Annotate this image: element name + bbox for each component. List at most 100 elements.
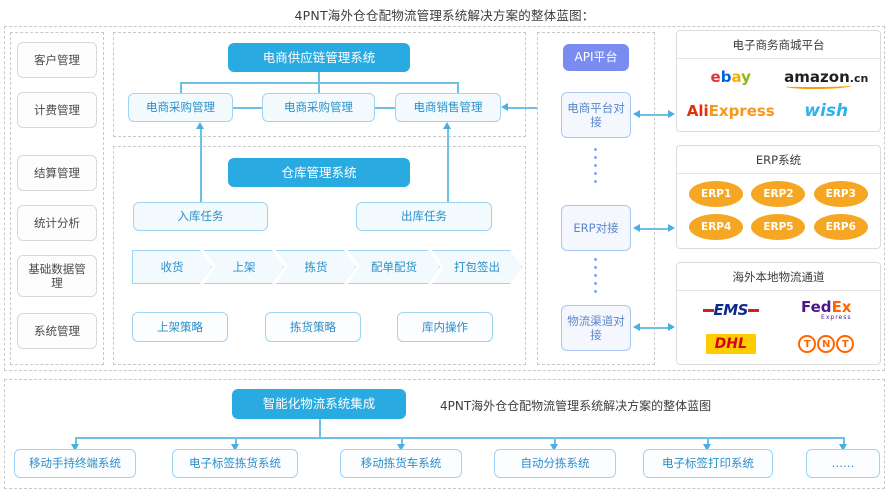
supplychain-api-arrow-left [501, 103, 508, 111]
sidebar-item-statistics[interactable]: 统计分析 [17, 205, 97, 241]
bottom-system-etag-printing[interactable]: 电子标签打印系统 [643, 449, 773, 478]
erp-item[interactable]: ERP5 [748, 211, 810, 244]
bottom-arrow-1 [71, 444, 79, 451]
sidebar-dashed-column [10, 32, 104, 365]
outbound-up-line [447, 128, 449, 206]
module-label: 电商采购管理 [284, 100, 353, 115]
logistics-panel-arrow-in [633, 323, 640, 331]
bottom-system-more[interactable]: …… [806, 449, 880, 478]
panel-logistics-title: 海外本地物流通道 [677, 263, 880, 291]
process-step-picking[interactable]: 拣货 [276, 250, 356, 284]
erp-item[interactable]: ERP3 [810, 178, 872, 211]
module-ecom-purchase-2[interactable]: 电商采购管理 [262, 93, 375, 122]
erp-label: ERP4 [689, 213, 744, 240]
warehouse-header[interactable]: 仓库管理系统 [228, 158, 410, 187]
process-step-packing[interactable]: 打包签出 [432, 250, 522, 284]
sidebar-item-label: 系统管理 [34, 323, 80, 338]
task-outbound[interactable]: 出库任务 [356, 202, 492, 231]
bottom-branch-2 [235, 437, 237, 447]
supplychain-branch-1 [180, 82, 182, 93]
panel-erp-body: ERP1 ERP2 ERP3 ERP4 ERP5 ERP6 [677, 174, 880, 247]
erp-item[interactable]: ERP4 [685, 211, 747, 244]
supply-chain-header-label: 电商供应链管理系统 [262, 49, 376, 65]
bottom-arrow-3 [397, 444, 405, 451]
api-connector-erp[interactable]: ERP对接 [561, 205, 631, 251]
erp-item[interactable]: ERP6 [810, 211, 872, 244]
erp-item[interactable]: ERP1 [685, 178, 747, 211]
strategy-putaway[interactable]: 上架策略 [132, 312, 228, 342]
bottom-branch-4 [554, 437, 556, 447]
bottom-system-label: 电子标签打印系统 [662, 456, 754, 471]
sidebar-item-customer[interactable]: 客户管理 [17, 42, 97, 78]
api-platform-header[interactable]: API平台 [563, 44, 629, 71]
api-connector-ecommerce[interactable]: 电商平台对接 [561, 92, 631, 138]
bottom-system-picking-cart[interactable]: 移动拣货车系统 [340, 449, 462, 478]
bottom-header[interactable]: 智能化物流系统集成 [232, 389, 406, 419]
inbound-up-arrow [196, 122, 204, 129]
supplychain-branch-3 [457, 82, 459, 93]
bottom-system-auto-sorting[interactable]: 自动分拣系统 [494, 449, 616, 478]
process-step-receiving[interactable]: 收货 [132, 250, 212, 284]
sidebar-item-billing[interactable]: 计费管理 [17, 92, 97, 128]
erp-panel-link [640, 228, 672, 230]
sidebar-item-label: 基础数据管理 [28, 261, 86, 290]
api-dots-2 [594, 258, 597, 293]
bottom-header-label: 智能化物流系统集成 [262, 396, 376, 412]
bottom-system-handheld[interactable]: 移动手持终端系统 [14, 449, 136, 478]
bottom-note: 4PNT海外仓仓配物流管理系统解决方案的整体蓝图 [440, 399, 712, 413]
process-step-label: 配单配货 [371, 260, 417, 274]
sidebar-item-label: 计费管理 [34, 102, 80, 117]
warehouse-header-label: 仓库管理系统 [281, 164, 357, 180]
strategy-label: 库内操作 [422, 319, 468, 334]
ems-logo: EMS [685, 293, 777, 327]
supplychain-header-stem [318, 72, 320, 82]
process-step-label: 拣货 [304, 260, 328, 274]
supply-chain-header[interactable]: 电商供应链管理系统 [228, 43, 410, 72]
bottom-bus [75, 437, 843, 439]
bottom-system-label: …… [831, 456, 855, 471]
sidebar-item-master-data[interactable]: 基础数据管理 [17, 255, 97, 297]
logistics-panel-link [640, 327, 672, 329]
ecom-panel-arrow-out [668, 110, 675, 118]
bottom-system-label: 电子标签拣货系统 [189, 456, 281, 471]
strategy-picking[interactable]: 拣货策略 [265, 312, 361, 342]
sidebar-item-label: 客户管理 [34, 52, 80, 67]
process-step-sorting[interactable]: 配单配货 [348, 250, 440, 284]
module-link-1 [233, 107, 262, 109]
module-ecom-sales[interactable]: 电商销售管理 [395, 93, 501, 122]
bottom-branch-1 [75, 437, 77, 447]
panel-ecommerce-body: ebay amazon.cn AliExpress wish [677, 59, 880, 130]
bottom-arrow-5 [703, 444, 711, 451]
sidebar-item-settlement[interactable]: 结算管理 [17, 155, 97, 191]
process-step-putaway[interactable]: 上架 [204, 250, 284, 284]
bottom-branch-3 [401, 437, 403, 447]
page-title: 4PNT海外仓仓配物流管理系统解决方案的整体蓝图： [294, 8, 595, 23]
erp-item[interactable]: ERP2 [748, 178, 810, 211]
erp-label: ERP5 [751, 213, 806, 240]
ecom-panel-link [640, 114, 672, 116]
amazon-wordmark: amazon.cn [784, 70, 868, 90]
ebay-logo: ebay [710, 68, 751, 87]
supplychain-branch-2 [318, 82, 320, 93]
task-inbound[interactable]: 入库任务 [133, 202, 268, 231]
strategy-inwarehouse-ops[interactable]: 库内操作 [397, 312, 493, 342]
bottom-system-etag-picking[interactable]: 电子标签拣货系统 [172, 449, 298, 478]
erp-panel-arrow-out [668, 224, 675, 232]
bottom-system-label: 移动手持终端系统 [29, 456, 121, 471]
api-connector-label: 电商平台对接 [567, 100, 625, 129]
sidebar-item-system[interactable]: 系统管理 [17, 313, 97, 349]
erp-label: ERP1 [689, 181, 744, 208]
supplychain-api-link [508, 107, 556, 109]
task-label: 入库任务 [177, 209, 224, 224]
module-ecom-purchase-1[interactable]: 电商采购管理 [128, 93, 233, 122]
erp-panel-arrow-in [633, 224, 640, 232]
dhl-logo: DHL [685, 327, 777, 361]
process-step-label: 打包签出 [454, 260, 500, 274]
panel-ecommerce-title: 电子商务商城平台 [677, 31, 880, 59]
api-platform-label: API平台 [574, 50, 618, 64]
outbound-up-arrow [443, 122, 451, 129]
api-connector-logistics[interactable]: 物流渠道对接 [561, 305, 631, 351]
panel-erp-title: ERP系统 [677, 146, 880, 174]
